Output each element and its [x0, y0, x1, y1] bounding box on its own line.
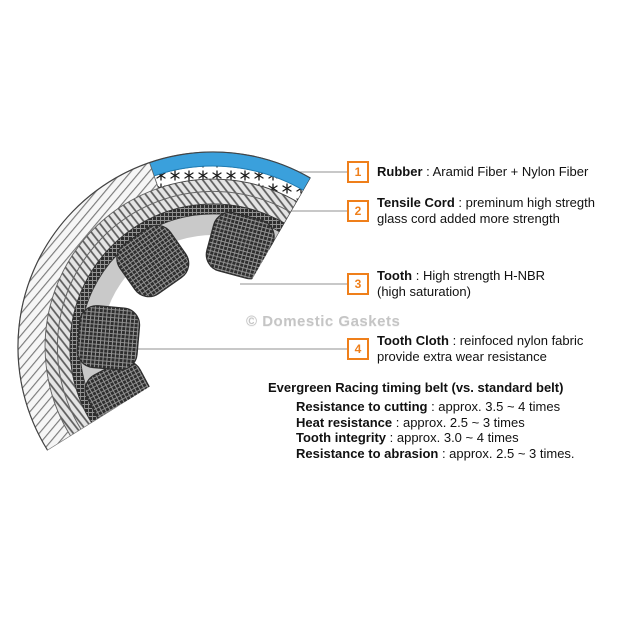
- belt-bottom-cut-edge: [47, 405, 119, 451]
- watermark: © Domestic Gaskets: [246, 313, 401, 330]
- callout-desc-1: : Aramid Fiber + Nylon Fiber: [422, 164, 589, 179]
- belt-tooth: [116, 224, 190, 298]
- callout-number-2: 2: [347, 200, 369, 222]
- callout-title-4: Tooth Cloth: [377, 333, 449, 348]
- comparison-item-heat: Heat resistance : approx. 2.5 ~ 3 times: [296, 415, 618, 431]
- callout-title-1: Rubber: [377, 164, 423, 179]
- comparison-item-label: Resistance to abrasion: [296, 445, 439, 461]
- callout-desc-4: : reinfoced nylon fabric provide extra w…: [377, 333, 584, 364]
- comparison-items: Resistance to cutting : approx. 3.5 ~ 4 …: [268, 399, 618, 461]
- comparison-item-value: : approx. 3.0 ~ 4 times: [386, 430, 519, 445]
- callout-number-3: 3: [347, 273, 369, 295]
- callout-text-2: Tensile Cord : preminum high stregth gla…: [377, 195, 609, 227]
- belt-tooth: [76, 305, 141, 371]
- callout-text-3: Tooth : High strength H-NBR (high satura…: [377, 268, 609, 300]
- tensile-cord-row-divider: [56, 190, 292, 430]
- callout-desc-3: : High strength H-NBR (high saturation): [377, 268, 546, 299]
- callout-title-3: Tooth: [377, 268, 413, 283]
- comparison-item-value: : approx. 2.5 ~ 3 times.: [438, 445, 575, 461]
- callout-text-4: Tooth Cloth : reinfoced nylon fabric pro…: [377, 333, 609, 365]
- callout-number-1: 1: [347, 161, 369, 183]
- callout-title-2: Tensile Cord: [377, 195, 455, 210]
- comparison-item-integrity: Tooth integrity : approx. 3.0 ~ 4 times: [296, 430, 618, 446]
- callout-number-4: 4: [347, 338, 369, 360]
- comparison-item-label: Resistance to cutting: [296, 399, 428, 414]
- comparison-title: Evergreen Racing timing belt (vs. standa…: [268, 380, 564, 395]
- callout-text-1: Rubber : Aramid Fiber + Nylon Fiber: [377, 164, 609, 180]
- comparison-item-value: : approx. 2.5 ~ 3 times: [392, 414, 525, 430]
- callout-desc-2: : preminum high stregth glass cord added…: [377, 195, 595, 226]
- comparison-item-label: Tooth integrity: [296, 430, 387, 445]
- comparison-item-label: Heat resistance: [296, 414, 393, 430]
- belt-outer-outline: [17, 151, 311, 451]
- belt-right-cut-edge: [268, 177, 311, 251]
- comparison-item-cutting: Resistance to cutting : approx. 3.5 ~ 4 …: [296, 399, 618, 415]
- belt-teeth: [76, 211, 275, 433]
- comparison-item-abrasion: Resistance to abrasion : approx. 2.5 ~ 3…: [296, 446, 618, 462]
- comparison-block: Evergreen Racing timing belt (vs. standa…: [268, 380, 618, 461]
- comparison-item-value: : approx. 3.5 ~ 4 times: [427, 399, 561, 414]
